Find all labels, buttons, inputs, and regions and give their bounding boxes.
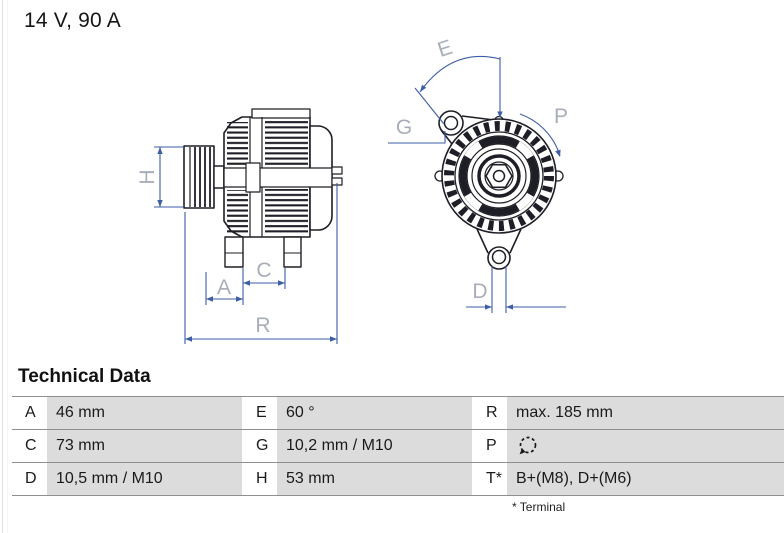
spec-key-G: G bbox=[250, 430, 277, 462]
side-view-drawing bbox=[183, 108, 343, 268]
spec-table: A 46 mm E 60 ° R max. 185 mm C 73 mm G 1… bbox=[12, 396, 784, 496]
dim-label-E: E bbox=[435, 36, 455, 62]
side-view-dimensions bbox=[154, 146, 338, 344]
spec-value-D: 10,5 mm / M10 bbox=[47, 463, 242, 495]
dim-label-G: G bbox=[396, 116, 412, 139]
spec-row-3: D 10,5 mm / M10 H 53 mm T* B+(M8), D+(M6… bbox=[12, 463, 784, 496]
front-view-dimensions bbox=[388, 55, 566, 313]
column-gap bbox=[472, 463, 480, 495]
spec-value-A: 46 mm bbox=[47, 397, 242, 429]
dim-label-C: C bbox=[256, 259, 271, 282]
side-view-dimension-arrows bbox=[157, 147, 337, 342]
technical-data-section: Technical Data A 46 mm E 60 ° R max. 185… bbox=[0, 365, 784, 514]
page-left-edge-2 bbox=[7, 0, 8, 533]
spec-value-G: 10,2 mm / M10 bbox=[277, 430, 472, 462]
column-gap bbox=[472, 430, 480, 462]
spec-row-1: A 46 mm E 60 ° R max. 185 mm bbox=[12, 397, 784, 430]
spec-row-2: C 73 mm G 10,2 mm / M10 P bbox=[12, 430, 784, 463]
spec-value-P bbox=[507, 430, 784, 462]
front-view-drawing bbox=[434, 110, 564, 270]
spec-key-C: C bbox=[12, 430, 47, 462]
page-left-edge bbox=[2, 0, 3, 533]
dim-label-R: R bbox=[255, 314, 270, 337]
front-view-dimension-labels: E G P D bbox=[396, 36, 568, 303]
dim-label-H: H bbox=[136, 169, 159, 184]
front-view-dimension-arrows bbox=[420, 84, 561, 310]
spec-value-C: 73 mm bbox=[47, 430, 242, 462]
dim-label-A: A bbox=[217, 276, 231, 299]
alternator-technical-drawing: H A C R bbox=[136, 36, 568, 344]
technical-data-heading: Technical Data bbox=[18, 366, 151, 387]
column-gap bbox=[242, 430, 250, 462]
spec-key-H: H bbox=[250, 463, 277, 495]
column-gap bbox=[242, 397, 250, 429]
spec-value-H: 53 mm bbox=[277, 463, 472, 495]
column-gap bbox=[472, 397, 480, 429]
spec-key-D: D bbox=[12, 463, 47, 495]
column-gap bbox=[242, 463, 250, 495]
spec-key-A: A bbox=[12, 397, 47, 429]
dim-label-P: P bbox=[554, 105, 568, 128]
dim-label-D: D bbox=[472, 280, 487, 303]
terminal-footnote: * Terminal bbox=[512, 500, 566, 514]
spec-key-T: T* bbox=[480, 463, 507, 495]
spec-key-P: P bbox=[480, 430, 507, 462]
spec-key-R: R bbox=[480, 397, 507, 429]
spec-value-E: 60 ° bbox=[277, 397, 472, 429]
spec-key-E: E bbox=[250, 397, 277, 429]
spec-value-R: max. 185 mm bbox=[507, 397, 784, 429]
product-rating-title: 14 V, 90 A bbox=[24, 9, 121, 32]
rotation-direction-icon bbox=[519, 436, 537, 455]
spec-value-T: B+(M8), D+(M6) bbox=[507, 463, 784, 495]
side-view-dimension-labels: H A C R bbox=[136, 169, 272, 337]
